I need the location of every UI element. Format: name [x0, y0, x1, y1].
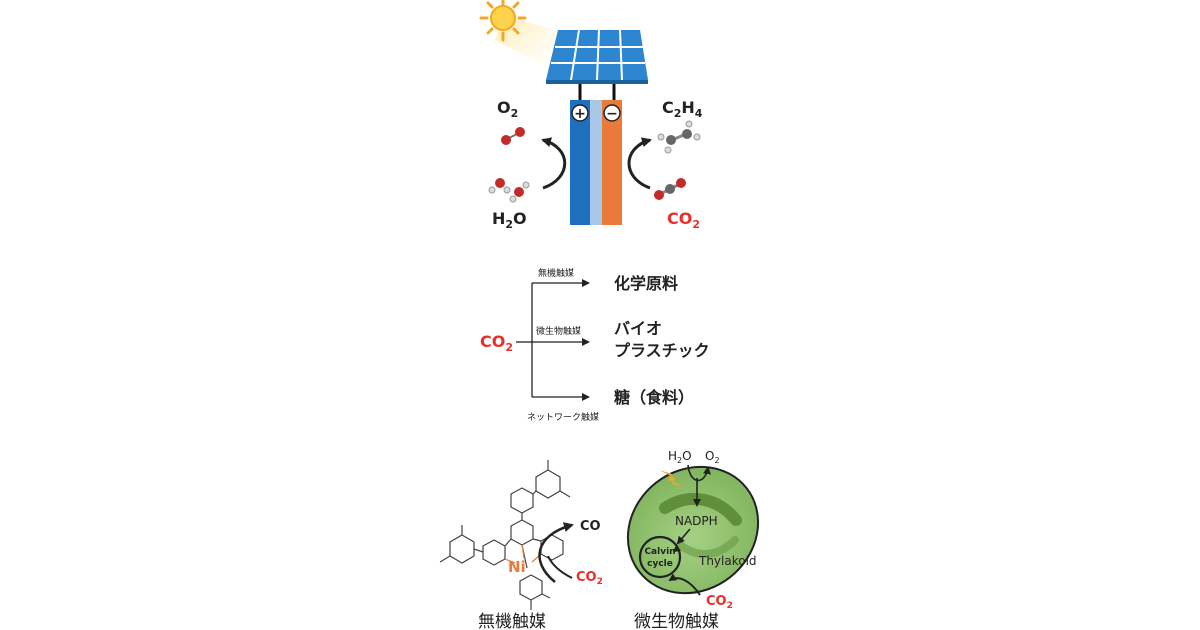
product-chemical-feedstock: 化学原料 [614, 274, 678, 293]
oxygen-molecule-icon [501, 127, 525, 145]
co2-reactant-label-inorganic: CO2 [576, 570, 603, 587]
nadph-to-calvin-arrow [676, 528, 691, 545]
ethylene-label: C2H4 [662, 98, 703, 120]
ni-complex-molecule-icon [439, 460, 571, 610]
calvin-label-line2: cycle [647, 559, 673, 569]
catalyst-label-network: ネットワーク触媒 [527, 411, 599, 423]
lightning-icon [659, 470, 684, 486]
cathode-electrode [602, 100, 622, 225]
sunlight-beam [495, 15, 560, 68]
co-release-arrow [538, 522, 574, 583]
calvin-cycle-arrowhead [673, 545, 681, 552]
product-bioplastic-line2: プラスチック [614, 341, 710, 360]
anode-sign-label: + [574, 106, 586, 122]
sun-icon [479, 0, 527, 42]
water-label: H2O [492, 209, 527, 231]
co2-uptake-arrow-microbe [668, 573, 701, 596]
co2-source-label: CO2 [480, 332, 513, 354]
co2-label-top: CO2 [667, 209, 700, 231]
oxidation-arrow [541, 137, 567, 190]
thylakoid-membrane [659, 492, 742, 526]
cathode-sign [603, 104, 621, 122]
reduction-arrow [627, 137, 652, 190]
co2-intake-arrow [547, 555, 573, 579]
pathway-tree: CO2 無機触媒 微生物触媒 ネットワーク触媒 化学原料 バイオ プラスチック … [480, 267, 710, 423]
catalyst-label-inorganic: 無機触媒 [538, 267, 574, 279]
nickel-label: Ni [508, 558, 526, 576]
thylakoid-label: Thylakoid [698, 554, 757, 568]
nadph-label: NADPH [675, 514, 718, 528]
calvin-cycle-loop [638, 535, 682, 579]
anode-sign [571, 104, 589, 122]
ethylene-molecule-icon [657, 120, 701, 154]
co2-reactant-label-microbe: CO2 [706, 594, 733, 611]
water-label-microbe: H2O [668, 449, 692, 465]
catalyst-label-microbial: 微生物触媒 [536, 325, 581, 337]
cathode-sign-label: − [606, 106, 618, 122]
chloroplast-cell [626, 465, 760, 595]
anode-electrode [570, 100, 590, 225]
solar-cell-section: + − O2 H2O C2H4 [479, 0, 703, 231]
water-molecule-icon [488, 178, 530, 203]
membrane [590, 100, 602, 225]
product-sugar-food: 糖（食料） [614, 388, 694, 407]
co2-molecule-icon [654, 178, 686, 200]
product-bioplastic-line1: バイオ [614, 319, 662, 338]
inorganic-catalyst-caption: 無機触媒 [478, 612, 546, 630]
microbial-catalyst-panel: H2O O2 NADPH Calvin cycle Thylakoid CO2 … [626, 449, 760, 630]
thylakoid-membrane-lower [676, 536, 739, 559]
solar-panel-icon [546, 29, 648, 104]
inorganic-catalyst-panel: Ni CO CO2 無機触媒 [439, 460, 603, 630]
co-product-label: CO [580, 519, 601, 534]
calvin-label-line1: Calvin [644, 547, 675, 557]
oxygen-label: O2 [497, 98, 518, 120]
microbial-catalyst-caption: 微生物触媒 [634, 612, 719, 630]
oxygen-label-microbe: O2 [705, 449, 720, 465]
